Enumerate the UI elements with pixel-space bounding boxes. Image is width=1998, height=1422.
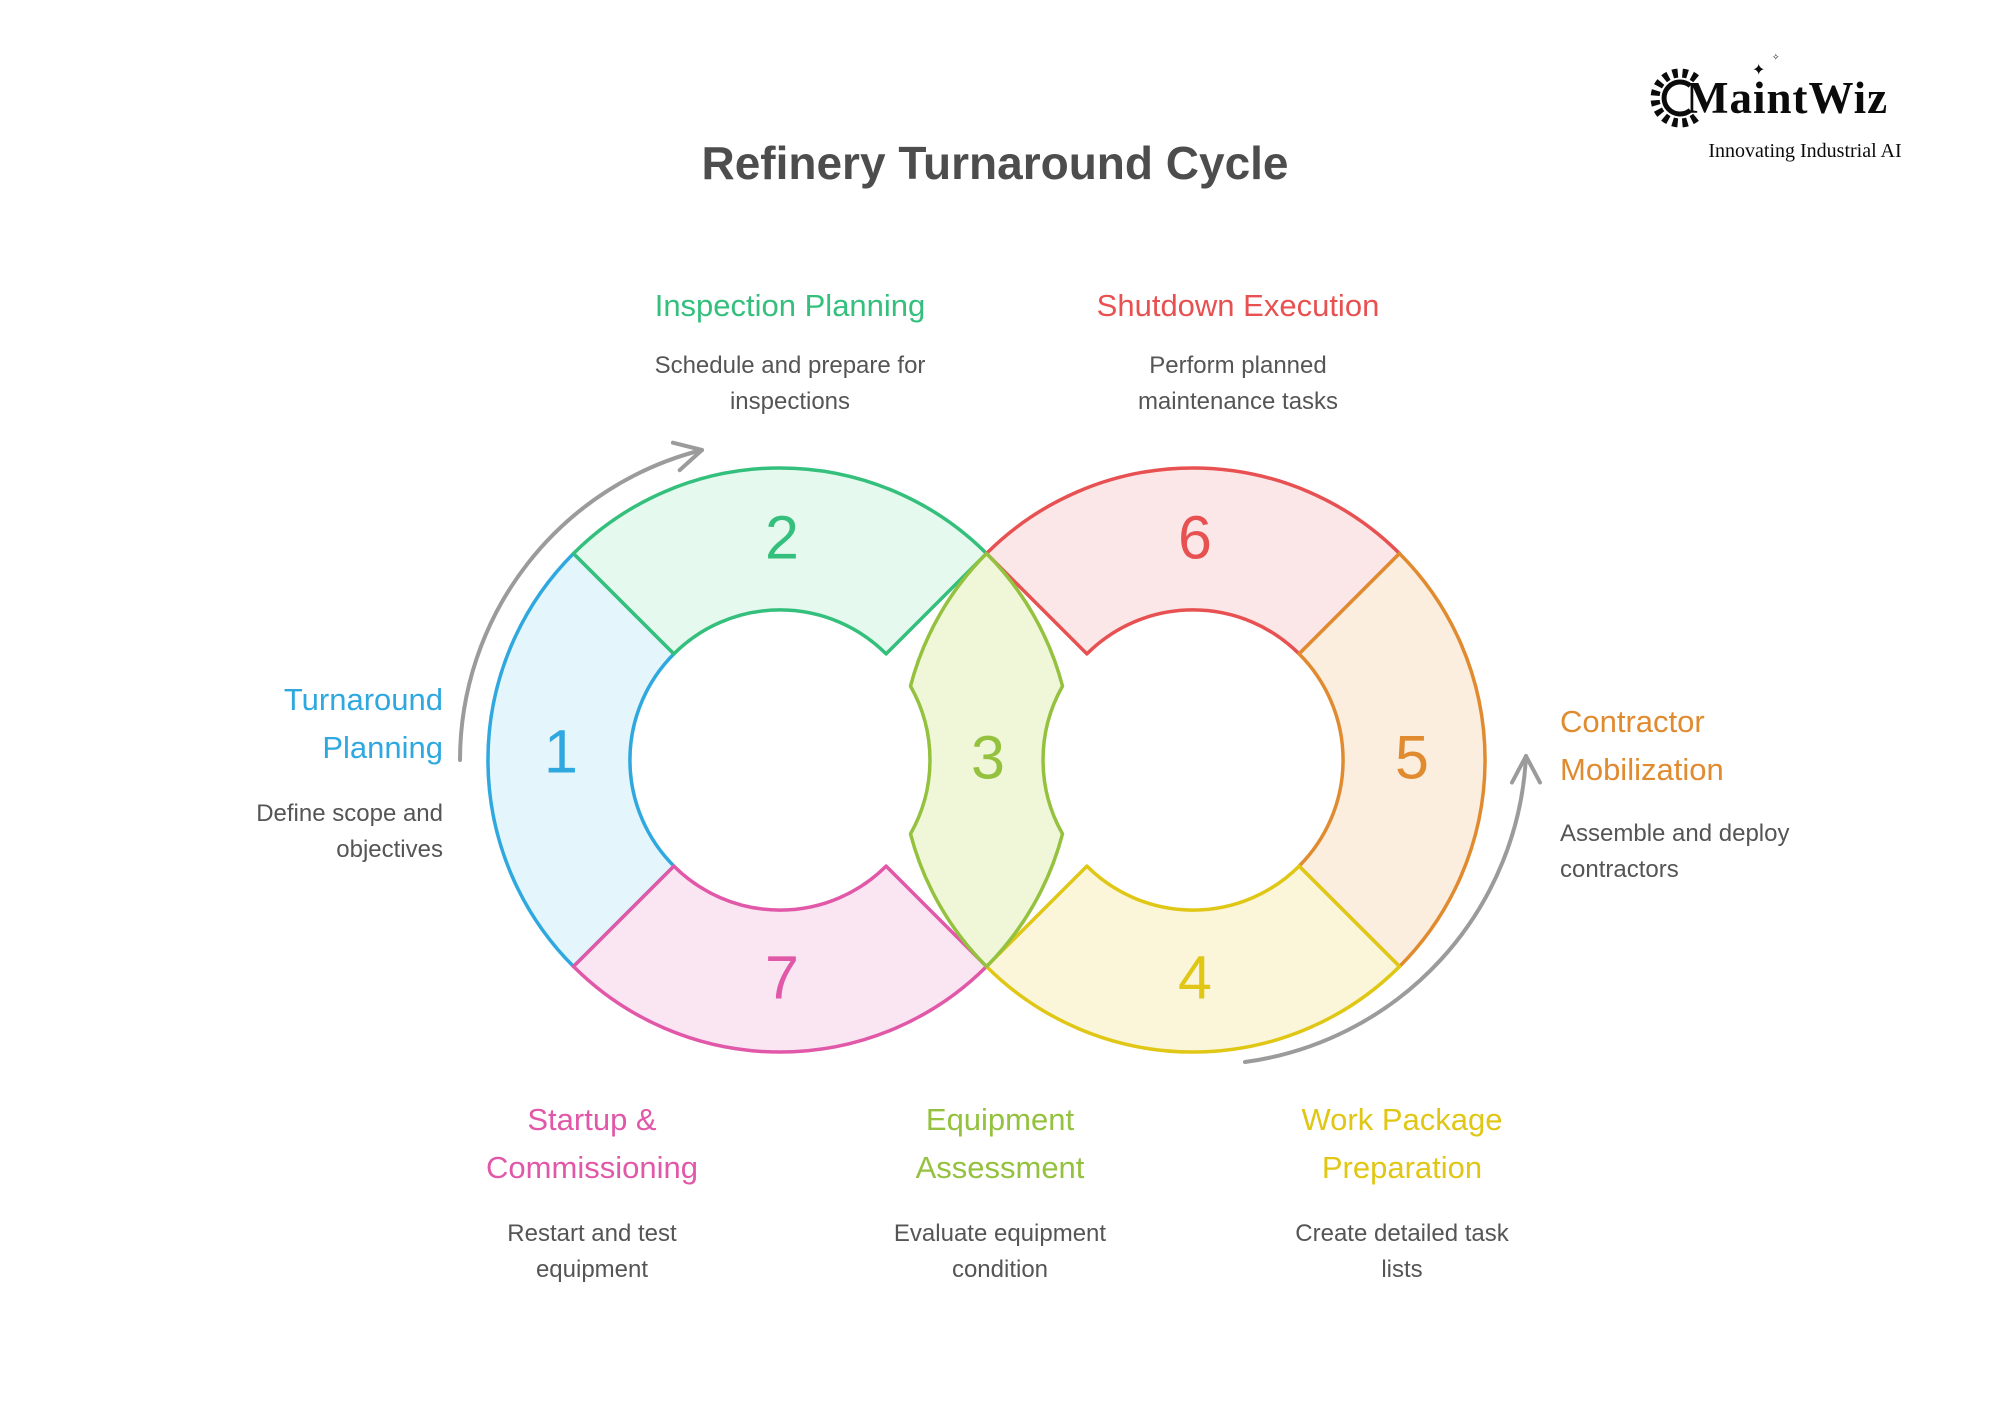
flow-arrow-left: [458, 440, 704, 762]
step-desc: Evaluate equipment condition: [893, 1220, 1107, 1283]
segment-5-shape: [1297, 551, 1487, 969]
step-number-6: 6: [1178, 503, 1212, 572]
step-title: Equipment Assessment: [915, 1102, 1085, 1185]
step-title: Shutdown Execution: [1096, 288, 1380, 323]
step-desc: Define scope and objectives: [256, 800, 443, 863]
step-desc: Assemble and deploy contractors: [1560, 820, 1790, 883]
step-label-turnaround-planning: Turnaround Planning Define scope and obj…: [213, 676, 443, 868]
segment-6-shape: [984, 466, 1402, 656]
flow-arrow-right: [1243, 754, 1542, 1064]
step-title: Startup & Commissioning: [486, 1102, 698, 1185]
step-label-startup-commissioning: Startup & Commissioning Restart and test…: [457, 1096, 727, 1288]
step-number-7: 7: [765, 943, 799, 1012]
segment-1-shape: [486, 551, 676, 969]
step-number-4: 4: [1178, 943, 1212, 1012]
step-label-inspection-planning: Inspection Planning Schedule and prepare…: [590, 282, 990, 420]
sparkle-small-icon: ✧: [1772, 52, 1780, 62]
step-desc: Restart and test equipment: [507, 1220, 677, 1283]
step-label-shutdown-execution: Shutdown Execution Perform planned maint…: [1038, 282, 1438, 420]
step-desc: Perform planned maintenance tasks: [1137, 352, 1339, 415]
gear-icon: [1650, 68, 1699, 128]
step-label-equipment-assessment: Equipment Assessment Evaluate equipment …: [865, 1096, 1135, 1288]
step-number-2: 2: [765, 503, 799, 572]
step-title: Inspection Planning: [654, 288, 926, 323]
step-title: Contractor Mobilization: [1560, 704, 1724, 787]
step-label-work-package-preparation: Work Package Preparation Create detailed…: [1262, 1096, 1542, 1288]
logo-tagline: Innovating Industrial AI: [1708, 140, 1902, 162]
segment-3-shape: [908, 551, 1065, 969]
step-title: Turnaround Planning: [283, 682, 443, 765]
step-number-5: 5: [1395, 723, 1429, 792]
step-desc: Create detailed task lists: [1295, 1220, 1509, 1283]
segment-2-shape: [571, 466, 989, 656]
page-title: Refinery Turnaround Cycle: [701, 137, 1289, 189]
sparkle-icon: ✦: [1752, 62, 1766, 79]
logo-wordmark: MaintWiz: [1686, 73, 1889, 123]
step-number-3: 3: [971, 723, 1005, 792]
step-desc: Schedule and prepare for inspections: [654, 352, 926, 415]
step-number-1: 1: [544, 717, 578, 786]
segment-7-shape: [571, 864, 989, 1054]
arrowhead-icon: [1510, 754, 1542, 785]
segment-4-shape: [984, 864, 1402, 1054]
arrowhead-icon: [670, 440, 704, 473]
step-title: Work Package Preparation: [1301, 1102, 1503, 1185]
step-label-contractor-mobilization: Contractor Mobilization Assemble and dep…: [1560, 698, 1840, 888]
